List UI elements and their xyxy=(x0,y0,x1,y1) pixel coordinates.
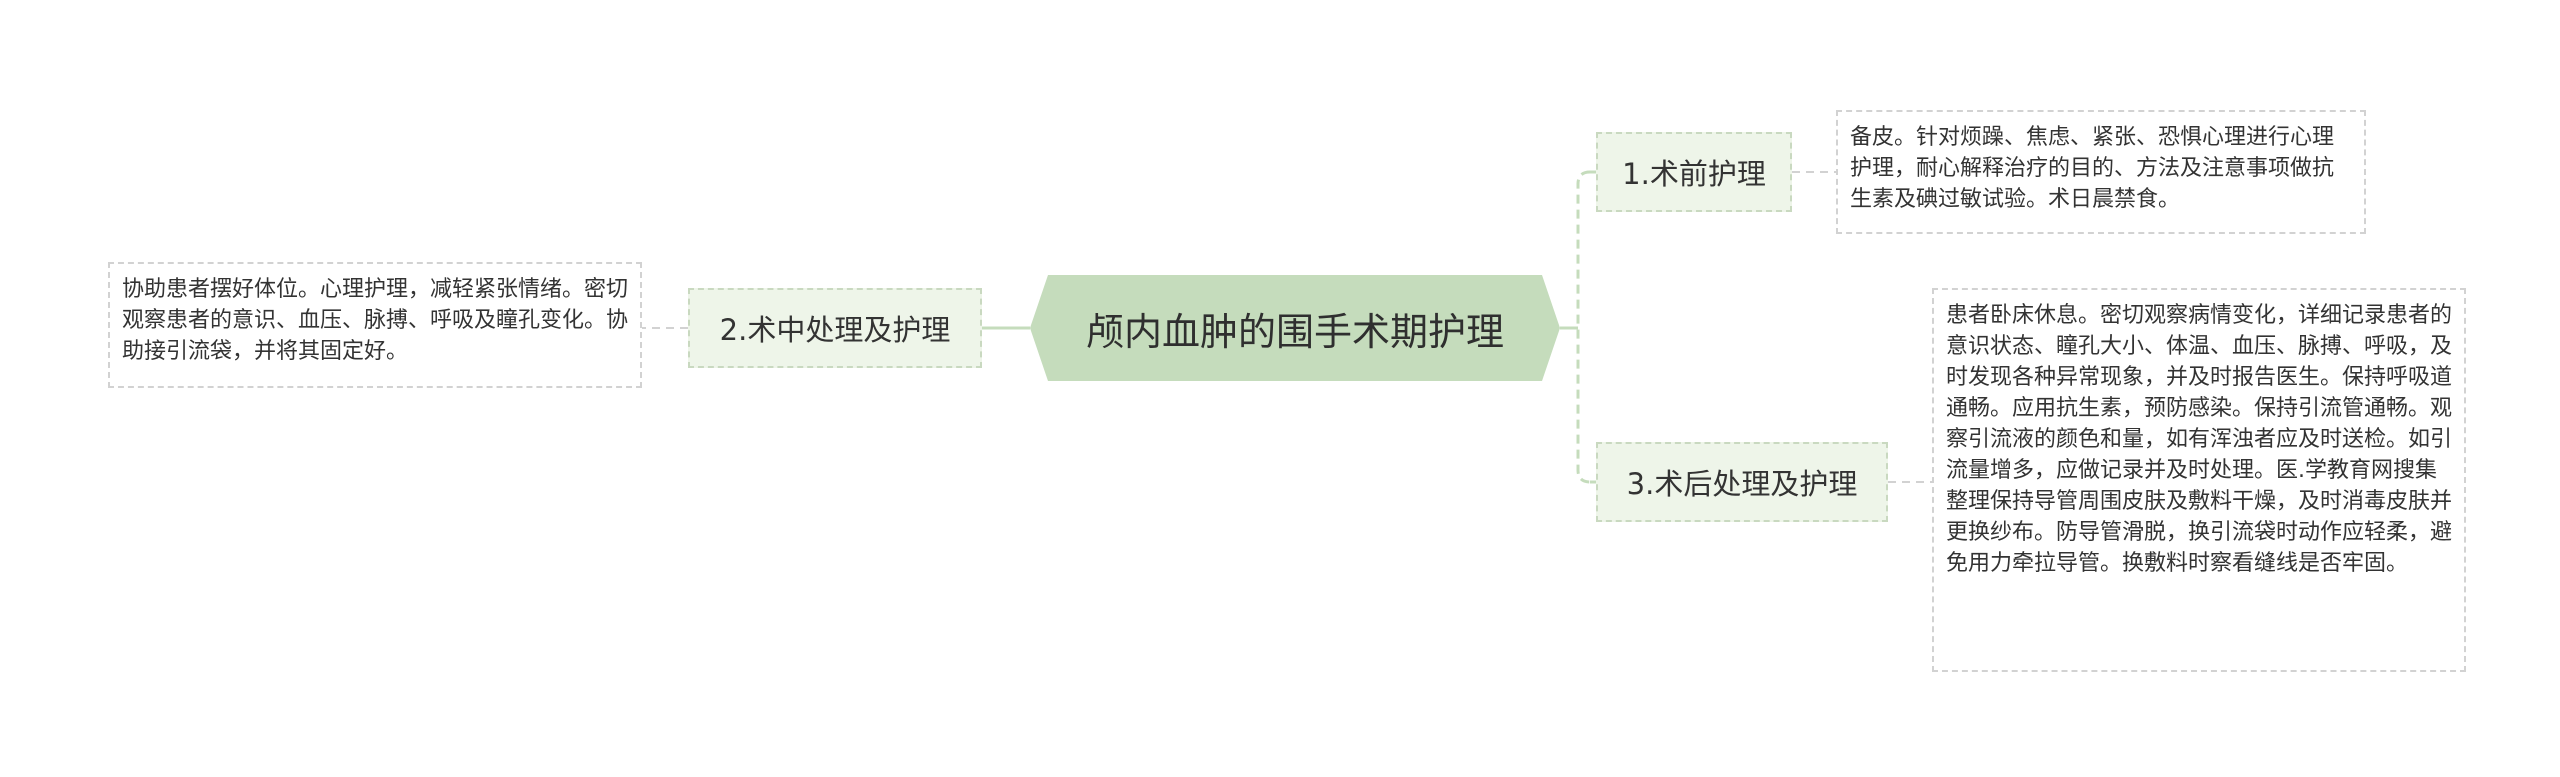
connector-right-trunk xyxy=(1576,170,1591,484)
root-topic[interactable]: 颅内血肿的围手术期护理 xyxy=(1030,275,1560,381)
branch-intraoperative-care[interactable]: 2.术中处理及护理 xyxy=(688,288,982,368)
branch-preoperative-care-label: 1.术前护理 xyxy=(1622,157,1766,191)
branch-intraoperative-care-label: 2.术中处理及护理 xyxy=(719,313,951,347)
detail-preoperative-care-text: 备皮。针对烦躁、焦虑、紧张、恐惧心理进行心理护理，耐心解释治疗的目的、方法及注意… xyxy=(1850,125,2335,212)
detail-postoperative-care: 患者卧床休息。密切观察病情变化，详细记录患者的意识状态、瞳孔大小、体温、血压、脉… xyxy=(1932,288,2466,672)
detail-postoperative-care-text: 患者卧床休息。密切观察病情变化，详细记录患者的意识状态、瞳孔大小、体温、血压、脉… xyxy=(1946,303,2453,576)
branch-postoperative-care[interactable]: 3.术后处理及护理 xyxy=(1596,442,1888,522)
detail-intraoperative-care-text: 协助患者摆好体位。心理护理，减轻紧张情绪。密切观察患者的意识、血压、脉搏、呼吸及… xyxy=(122,277,629,364)
detail-intraoperative-care: 协助患者摆好体位。心理护理，减轻紧张情绪。密切观察患者的意识、血压、脉搏、呼吸及… xyxy=(108,262,642,388)
branch-preoperative-care[interactable]: 1.术前护理 xyxy=(1596,132,1792,212)
detail-preoperative-care: 备皮。针对烦躁、焦虑、紧张、恐惧心理进行心理护理，耐心解释治疗的目的、方法及注意… xyxy=(1836,110,2366,234)
root-topic-title: 颅内血肿的围手术期护理 xyxy=(1085,309,1504,354)
branch-postoperative-care-label: 3.术后处理及护理 xyxy=(1626,467,1858,501)
